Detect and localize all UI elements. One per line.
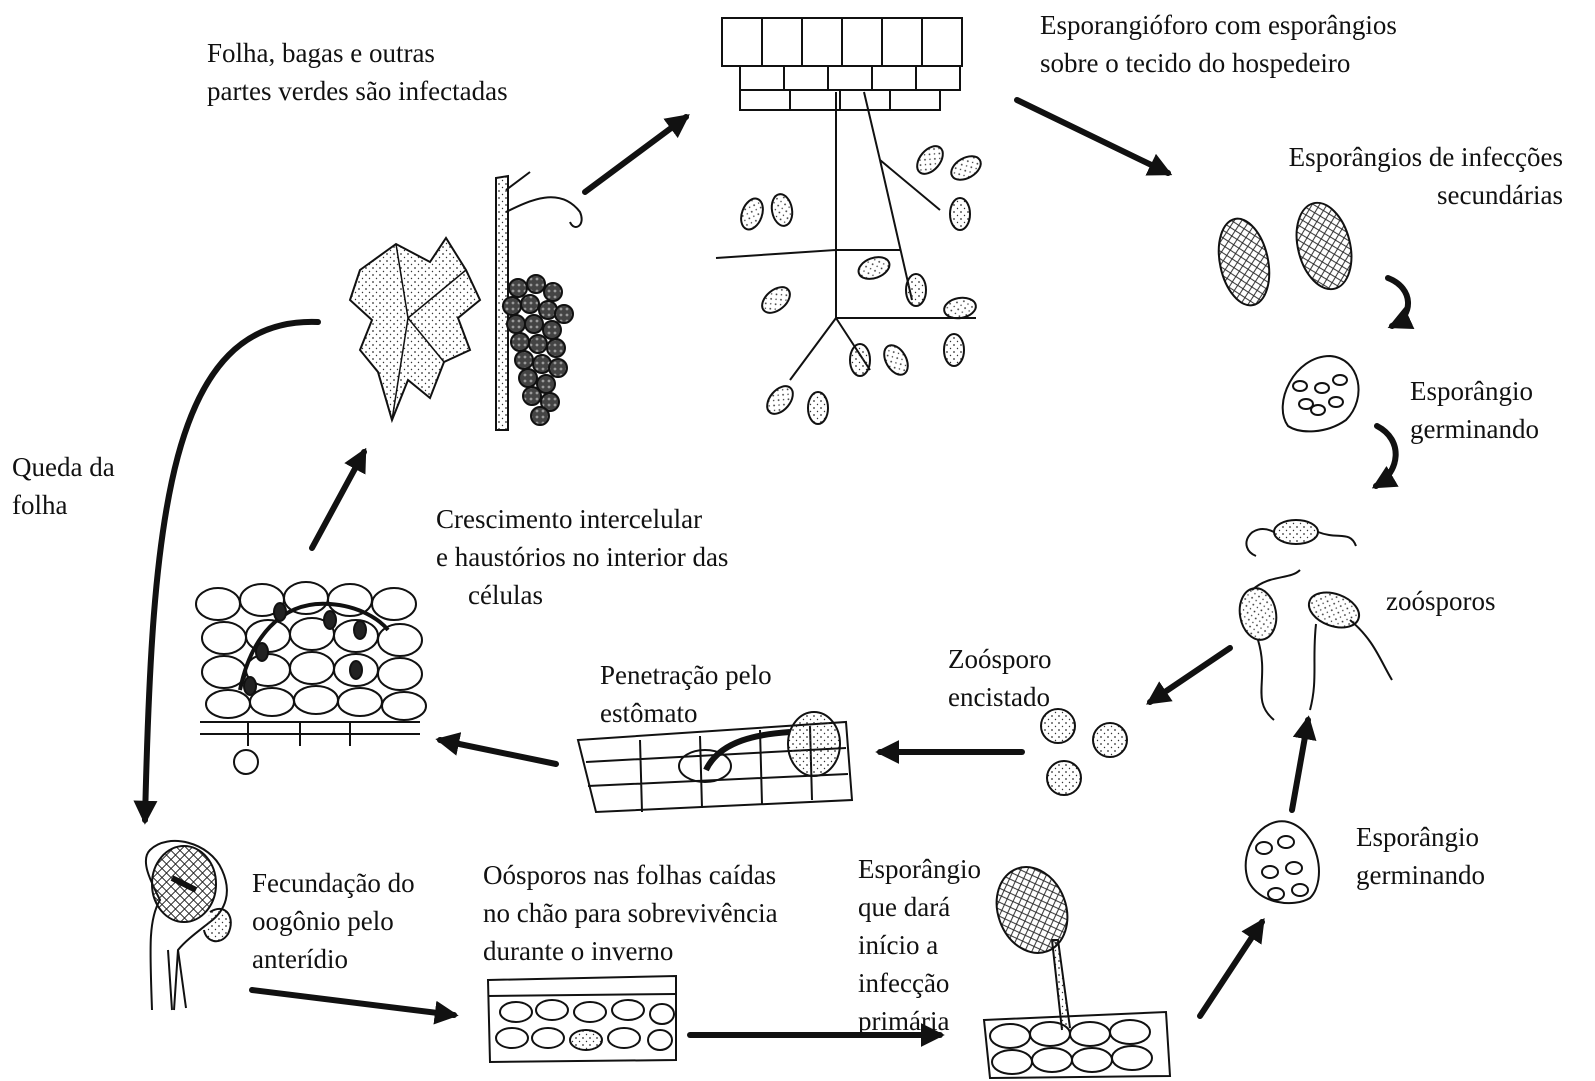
- arrow-penetration-to-growth: [440, 740, 556, 764]
- intercellular-growth-illustration: [196, 582, 426, 774]
- grape-leaf-illustration: [350, 172, 582, 430]
- label-primary-sporangium: Esporângio que dará início a infecção pr…: [858, 850, 981, 1040]
- label-encysted-zoospore: Zoósporo encistado: [948, 640, 1052, 716]
- arrow-primary-to-germinating: [1200, 922, 1262, 1016]
- arrow-leaf-to-sporangiophore: [585, 117, 686, 192]
- arrow-growth-to-leaf: [312, 452, 364, 548]
- encysted-zoospores-illustration: [1041, 709, 1127, 795]
- oogonium-illustration: [146, 841, 231, 1010]
- label-fertilization: Fecundação do oogônio pelo anterídio: [252, 864, 415, 978]
- zoospores-illustration: [1236, 520, 1392, 720]
- label-secondary-sporangia: Esporângios de infecções secundárias: [1289, 138, 1563, 214]
- sporangia: [737, 141, 985, 424]
- grape-cluster: [503, 275, 573, 425]
- primary-sporangium-illustration: [984, 857, 1170, 1078]
- grape-leaf: [350, 238, 480, 420]
- label-zoospores: zoósporos: [1386, 582, 1496, 620]
- label-oospores: Oósporos nas folhas caídas no chão para …: [483, 856, 778, 970]
- arrow-sporangiophore-to-sporangia: [1017, 100, 1168, 173]
- label-sporangiophore: Esporangióforo com esporângios sobre o t…: [1040, 6, 1397, 82]
- arrow-germinating-curl: [1376, 426, 1396, 486]
- germinating-sporangium-top-illustration: [1283, 356, 1359, 431]
- oospores-illustration: [488, 976, 676, 1062]
- label-infected-parts: Folha, bagas e outras partes verdes são …: [207, 34, 508, 110]
- arrow-germinating-to-zoospores: [1292, 720, 1308, 810]
- tendril: [506, 197, 582, 227]
- arrow-sporangia-curl: [1388, 278, 1408, 326]
- sporangiophore-illustration: [716, 18, 985, 424]
- label-germinating-sporangium-top: Esporângio germinando: [1410, 372, 1539, 448]
- arrow-zoospores-to-encysted: [1150, 648, 1230, 702]
- arrow-leaf-fall: [145, 322, 318, 820]
- sporangiophore-hyphae: [716, 92, 976, 380]
- label-leaf-fall: Queda da folha: [12, 448, 115, 524]
- label-stomata-penetration: Penetração pelo estômato: [600, 656, 772, 732]
- label-intercellular-growth: Crescimento intercelular e haustórios no…: [436, 500, 728, 614]
- host-tissue: [722, 18, 962, 110]
- germinating-sporangium-bottom-illustration: [1246, 821, 1319, 903]
- label-germinating-sporangium-bottom: Esporângio germinando: [1356, 818, 1485, 894]
- arrow-oogonium-to-oospores: [252, 990, 454, 1015]
